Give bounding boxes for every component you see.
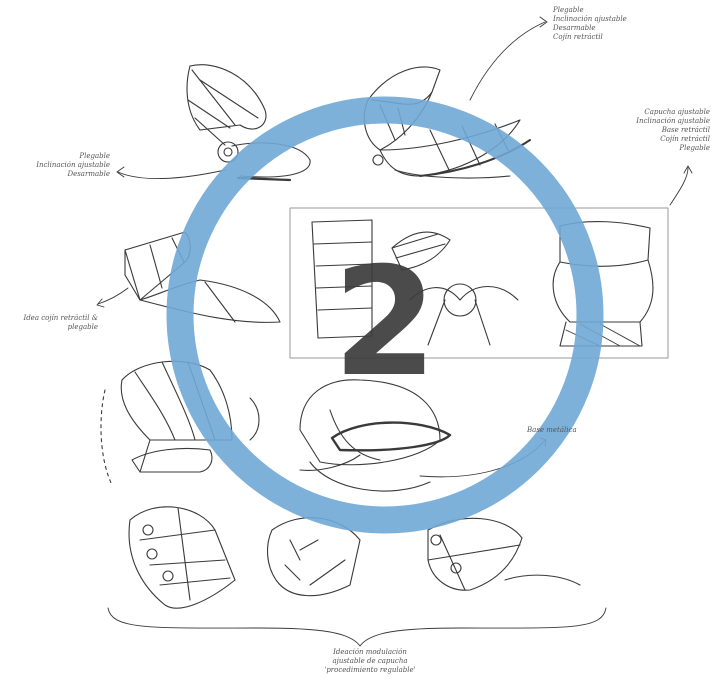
badge-number: 2 bbox=[300, 238, 470, 408]
note-left-top: Plegable Inclinación ajustable Desarmabl… bbox=[20, 152, 110, 179]
note-left-mid: Idea cojín retráctil & plegable bbox=[10, 314, 98, 332]
note-bottom: Ideación modulación ajustable de capucha… bbox=[290, 648, 450, 675]
note-top-right: Plegable Inclinación ajustable Desarmabl… bbox=[553, 6, 627, 42]
note-right-mid: Capucha ajustable Inclinación ajustable … bbox=[620, 108, 710, 153]
note-base: Base metálica bbox=[527, 426, 577, 435]
bottom-brace bbox=[108, 608, 606, 646]
